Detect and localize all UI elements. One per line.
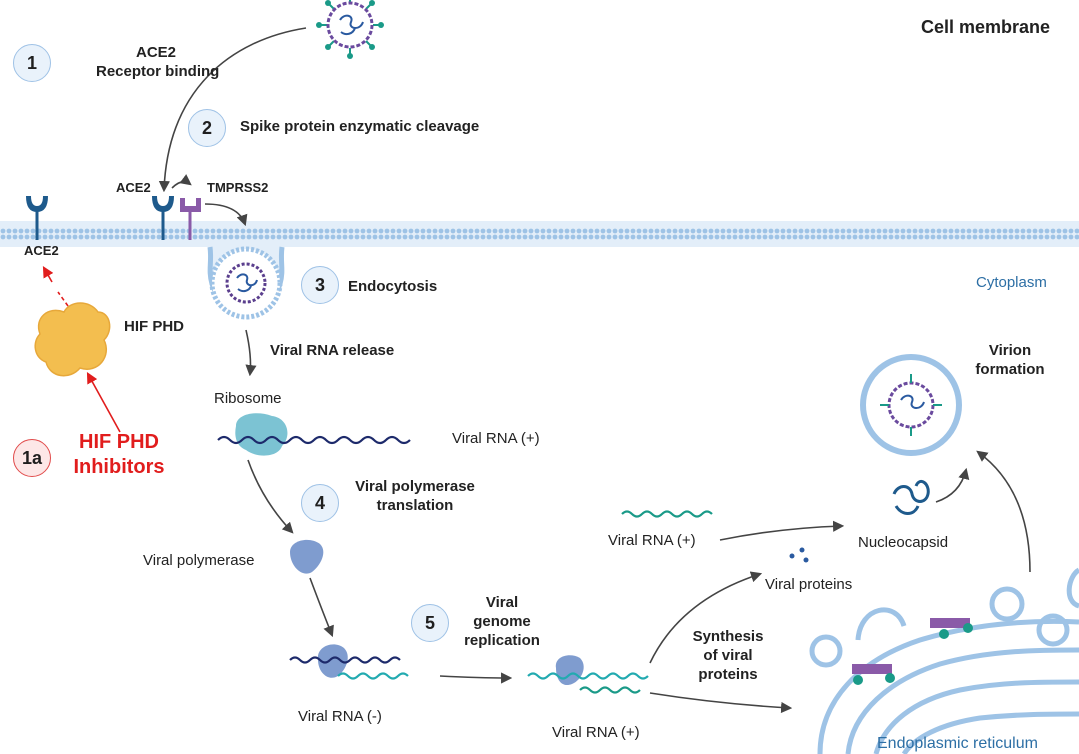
ace2-receptor-top [152,196,174,240]
viral-rna-minus-label: Viral RNA (-) [298,708,382,725]
step-5-line-2: genome [473,612,531,630]
step-1-line-2: Receptor binding [96,62,220,80]
er-ribosomes [852,618,973,685]
ace2-receptor-left [26,196,48,240]
ribosome [235,413,288,456]
viral-proteins-label: Viral proteins [765,576,853,593]
step-2-text: Spike protein enzymatic cleavage [240,118,480,135]
step-1-badge: 1 [13,44,51,82]
viral-rna-plus-1-label: Viral RNA (+) [452,430,540,447]
hif-phd-label: HIF PHD [124,318,184,335]
step-3-badge: 3 [301,266,339,304]
replication-complex [317,644,348,678]
step-4-text: Viral polymerase translation [350,478,480,516]
hif-inhibitors-line-2: Inhibitors [73,456,165,478]
synthesis-line-1: Synthesis [692,628,764,645]
viral-rna-plus-1 [217,435,411,445]
viral-rna-plus-2-label: Viral RNA (+) [552,724,640,741]
step-1-line-1: ACE2 [135,44,176,61]
cell-membrane-label: Cell membrane [921,17,1051,37]
viral-polymerase [290,539,324,574]
viral-rna-plus-2b-strand [579,686,641,694]
viral-protein-dots [789,547,809,563]
viral-rna-teal-strand [337,672,409,680]
viral-rna-minus-strand [289,656,401,664]
step-4-badge: 4 [301,484,339,522]
ace2-top-label: ACE2 [116,180,151,195]
step-5-badge: 5 [411,604,449,642]
replication-complex-2 [555,655,584,686]
ribosome-label: Ribosome [214,390,282,407]
nucleocapsid-shape [892,480,930,515]
step-1a-badge: 1a [13,439,51,477]
viral-rna-plus-3-label: Viral RNA (+) [608,532,696,549]
inhibitor-arrows [42,266,121,433]
viral-polymerase-label: Viral polymerase [143,552,255,569]
endoplasmic-reticulum [809,567,1079,754]
step-3-text: Endocytosis [348,278,438,295]
tmprss2-label: TMPRSS2 [207,180,269,195]
synthesis-text: Synthesis of viral proteins [680,628,776,684]
viral-rna-plus-2-strand [527,672,649,680]
virion-vesicle [860,354,962,456]
step-4-line-1: Viral polymerase [355,478,475,495]
step-5-line-1: Viral [485,594,519,611]
virion-formation-text: Virion formation [970,342,1050,380]
viral-rna-plus-free [621,510,713,518]
step-2-badge: 2 [188,109,226,147]
flow-arrows [158,27,1031,714]
hif-inhibitors-line-1: HIF PHD [79,431,159,453]
virus-particle [316,0,384,59]
virion-line-1: Virion [988,342,1032,359]
ace2-left-label: ACE2 [24,243,59,258]
virus-in-vesicle [225,262,267,304]
step-4-line-2: translation [376,496,454,514]
virion-line-2: formation [975,360,1045,378]
step-1-text: ACE2 Receptor binding [96,44,220,82]
hif-phd-enzyme [34,302,111,377]
cytoplasm-label: Cytoplasm [976,274,1047,291]
tmprss2-protein [180,198,201,240]
viral-rna-release-label: Viral RNA release [270,342,395,359]
step-5-text: Viral genome replication [462,594,542,650]
synthesis-line-2: of viral [703,646,753,664]
step-5-line-3: replication [464,631,540,649]
er-label: Endoplasmic reticulum [877,735,1038,752]
nucleocapsid-label: Nucleocapsid [858,534,949,551]
hif-phd-inhibitors-text: HIF PHD Inhibitors [64,430,174,480]
synthesis-line-3: proteins [698,665,758,683]
